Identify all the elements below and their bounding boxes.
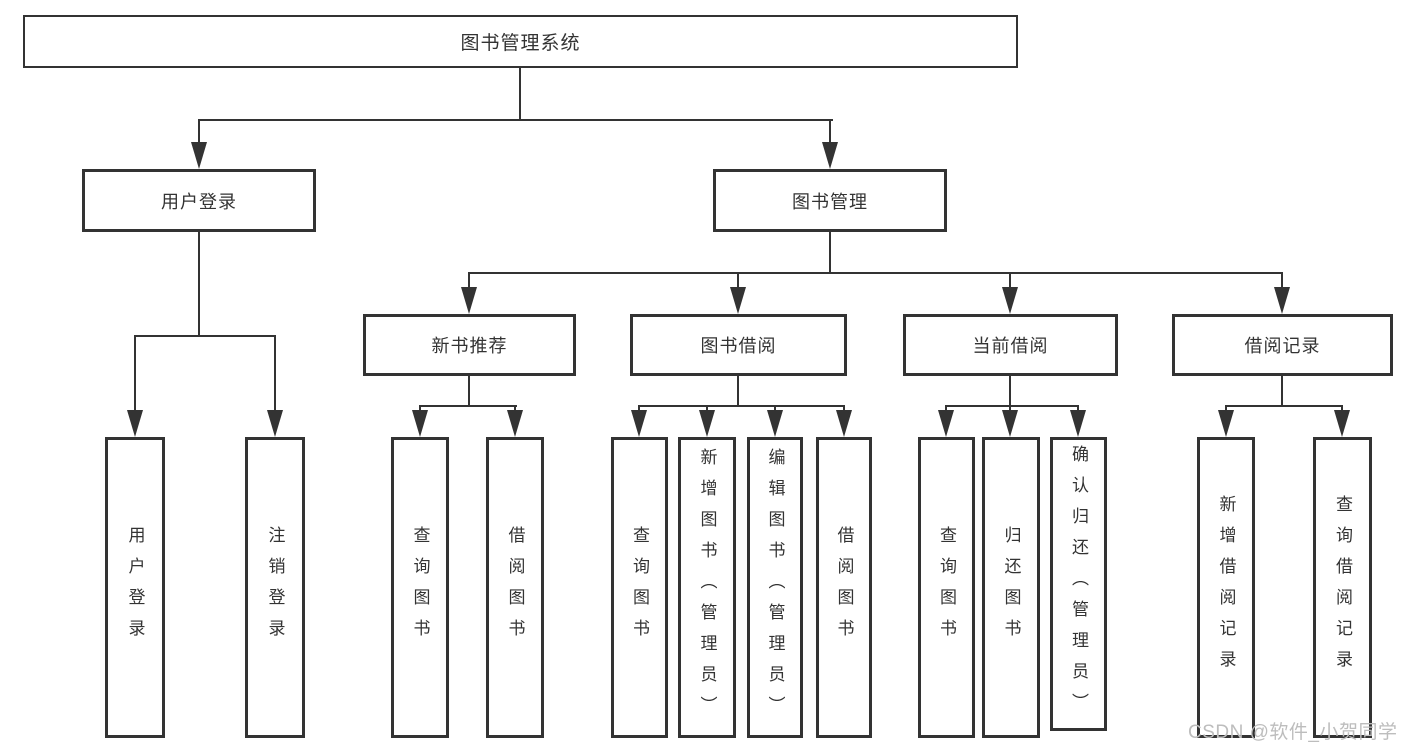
arrow-down-icon [822,142,838,169]
node-label: 用户登录 [125,525,145,650]
arrow-down-icon [1002,287,1018,314]
node-current-borrowing: 当前借阅 [903,314,1118,376]
leaf-add-borrow-record: 新增借阅记录 [1197,437,1255,738]
leaf-user-login: 用户登录 [105,437,165,738]
connector-line [514,405,516,413]
node-book-management: 图书管理 [713,169,947,232]
arrow-down-icon [461,287,477,314]
connector-line [1077,405,1079,413]
node-label: 注销登录 [265,525,285,650]
node-label: 查询图书 [630,525,649,650]
connector-line [737,376,739,406]
arrow-down-icon [1070,410,1086,437]
connector-line [1009,272,1011,288]
node-label: 图书借阅 [700,336,777,356]
arrow-down-icon [1274,287,1290,314]
arrow-down-icon [127,410,143,437]
connector-line [638,405,640,413]
connector-line [1009,405,1011,413]
node-label: 查询借阅记录 [1333,494,1352,681]
node-label: 新增借阅记录 [1216,494,1236,681]
arrow-down-icon [699,410,715,437]
connector-line [274,335,276,411]
arrow-down-icon [1334,410,1350,437]
arrow-down-icon [836,410,852,437]
connector-line [134,335,276,337]
node-label: 用户登录 [161,191,237,212]
node-label: 查询图书 [410,525,430,650]
arrow-down-icon [507,410,523,437]
node-label: 当前借阅 [972,336,1049,356]
leaf-logout: 注销登录 [245,437,305,738]
leaf-return-books: 归还图书 [982,437,1040,738]
connector-line [468,272,1283,274]
node-label: 借阅图书 [834,525,854,650]
leaf-query-books-borrow: 查询图书 [611,437,668,738]
node-library-management-system: 图书管理系统 [23,15,1018,68]
leaf-query-books-current: 查询图书 [918,437,975,738]
node-label: 查询图书 [937,525,956,650]
arrow-down-icon [730,287,746,314]
connector-line [1281,272,1283,288]
arrow-down-icon [631,410,647,437]
leaf-add-books-admin: 新增图书（管理员） [678,437,736,738]
arrow-down-icon [938,410,954,437]
arrow-down-icon [267,410,283,437]
leaf-borrow-books-recommend: 借阅图书 [486,437,544,738]
csdn-watermark: CSDN @软件_小贺同学 [1188,722,1398,743]
connector-line [1281,376,1283,406]
node-borrowing-records: 借阅记录 [1172,314,1393,376]
connector-line [638,405,845,407]
node-label: 借阅图书 [505,525,525,650]
connector-line [519,67,521,120]
connector-line [843,405,845,413]
node-label: 确认归还（管理员） [1069,444,1088,724]
arrow-down-icon [1218,410,1234,437]
arrow-down-icon [767,410,783,437]
leaf-confirm-return-admin: 确认归还（管理员） [1050,437,1107,731]
connector-line [468,376,470,406]
node-label: 图书管理系统 [460,33,581,54]
connector-line [945,405,1079,407]
connector-line [1225,405,1227,413]
connector-line [468,272,470,288]
connector-line [706,405,708,413]
arrow-down-icon [1002,410,1018,437]
node-label: 编辑图书（管理员） [765,448,785,727]
arrow-down-icon [412,410,428,437]
connector-line [1225,405,1343,407]
connector-line [134,335,136,411]
node-label: 新书推荐 [431,336,508,356]
node-label: 新增图书（管理员） [697,448,717,727]
leaf-query-borrow-record: 查询借阅记录 [1313,437,1372,738]
connector-line [198,119,833,121]
connector-line [945,405,947,413]
node-label: 图书管理 [792,191,868,212]
node-label: 归还图书 [1001,525,1021,650]
connector-line [419,405,421,413]
node-label: 借阅记录 [1244,336,1321,356]
arrow-down-icon [191,142,207,169]
connector-line [829,232,831,273]
connector-line [829,119,831,145]
leaf-borrow-books-borrow: 借阅图书 [816,437,872,738]
node-book-borrowing: 图书借阅 [630,314,847,376]
connector-line [1009,376,1011,406]
connector-line [774,405,776,413]
connector-line [419,405,517,407]
connector-line [1341,405,1343,413]
leaf-query-books-recommend: 查询图书 [391,437,449,738]
connector-line [198,232,200,336]
leaf-edit-books-admin: 编辑图书（管理员） [747,437,803,738]
connector-line [737,272,739,288]
node-user-login: 用户登录 [82,169,316,232]
connector-line [198,119,200,145]
node-new-book-recommend: 新书推荐 [363,314,576,376]
